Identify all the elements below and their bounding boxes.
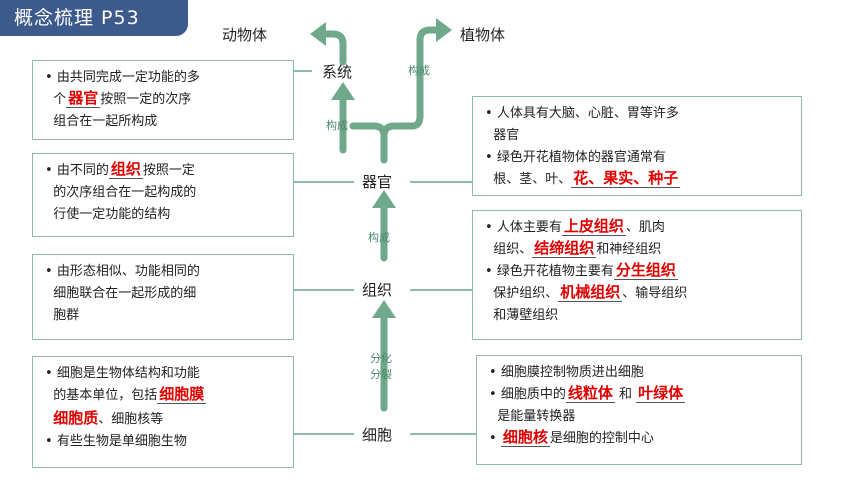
answer-text: 细胞质: [53, 409, 99, 427]
text-line: 根、茎、叶、: [493, 172, 572, 187]
answer-blank: 叶绿体: [636, 384, 686, 403]
box-cell-structures: • 细胞膜控制物质进出细胞 • 细胞质中的线粒体 和 叶绿体 是能量转换器 • …: [476, 355, 802, 465]
text-line: 人体主要有: [496, 220, 562, 235]
connector-organ-left: [292, 181, 354, 183]
text-line: 的基本单位，包括: [53, 388, 158, 403]
text-line: 器官: [493, 128, 520, 143]
text-line: 和神经组织: [596, 242, 662, 257]
text-line: 和: [618, 387, 632, 402]
label-compose-system: 构成: [326, 119, 348, 132]
connector-tissue-left: [292, 289, 354, 291]
box-organ-examples: • 人体具有大脑、心脏、胃等许多 器官 • 绿色开花植物体的器官通常有 根、茎、…: [472, 96, 802, 196]
text-line: 个: [53, 92, 67, 107]
text-line: 绿色开花植物体的器官通常有: [496, 150, 666, 165]
arrow-organ-to-plant: [380, 26, 444, 140]
answer-blank: 花、果实、种子: [571, 169, 681, 188]
text-line: 细胞膜控制物质进出细胞: [500, 365, 644, 380]
node-cell: 细胞: [362, 426, 393, 444]
text-line: 按照一定的次序: [100, 92, 192, 107]
text-line: 的次序组合在一起构成的: [53, 185, 197, 200]
text-line: 、细胞核等: [98, 412, 164, 427]
arrowhead-animal: [310, 22, 326, 46]
text-line: 保护组织、: [493, 286, 559, 301]
text-line: 绿色开花植物主要有: [496, 264, 614, 279]
answer-blank: 器官: [66, 89, 101, 108]
text-line: 由不同的: [56, 163, 109, 178]
answer-blank: 结缔组织: [532, 239, 597, 258]
text-line: 人体具有大脑、心脏、胃等许多: [496, 106, 679, 121]
text-line: 、肌肉: [625, 220, 665, 235]
box-system-definition: • 由共同完成一定功能的多 个器官按照一定的次序 组合在一起所构成: [32, 60, 294, 140]
text-line: 细胞是生物体结构和功能: [56, 366, 200, 381]
text-line: 行使一定功能的结构: [53, 207, 171, 222]
box-organ-definition: • 由不同的组织按照一定 的次序组合在一起构成的 行使一定功能的结构: [32, 153, 294, 237]
connector-tissue-right: [410, 289, 472, 291]
connector-cell-right: [410, 433, 476, 435]
label-divide: 分化: [370, 352, 392, 365]
node-animal: 动物体: [222, 26, 268, 44]
text-line: 由共同完成一定功能的多: [56, 70, 200, 85]
connector-organ-right: [410, 181, 472, 183]
text-line: 是细胞的控制中心: [549, 431, 654, 446]
text-line: 胞群: [53, 308, 80, 323]
text-line: 按照一定: [142, 163, 195, 178]
box-tissue-examples: • 人体主要有上皮组织、肌肉 组织、结缔组织和神经组织 • 绿色开花植物主要有分…: [472, 210, 802, 340]
page-title: 概念梳理 P53: [14, 7, 140, 29]
arrow-system-to-animal: [318, 30, 347, 66]
text-line: 和薄壁组织: [493, 308, 559, 323]
arrowhead-plant: [436, 18, 452, 42]
text-line: 组织、: [493, 242, 533, 257]
answer-blank: 线粒体: [565, 384, 615, 403]
arrowhead-tissue: [372, 300, 396, 318]
text-line: 是能量转换器: [497, 409, 576, 424]
text-line: 由形态相似、功能相同的: [56, 264, 200, 279]
arrowhead-system: [331, 82, 355, 100]
answer-blank: 细胞核: [500, 428, 550, 447]
connector-cell-left: [292, 433, 354, 435]
node-system: 系统: [322, 63, 353, 81]
box-cell-definition: • 细胞是生物体结构和功能 的基本单位，包括细胞膜 细胞质、细胞核等 • 有些生…: [32, 356, 294, 468]
answer-blank: 组织: [108, 160, 143, 179]
answer-blank: 机械组织: [558, 283, 623, 302]
node-tissue: 组织: [362, 281, 393, 299]
page-title-tag: 概念梳理 P53: [0, 0, 188, 36]
answer-blank: 分生组织: [613, 261, 678, 280]
node-plant: 植物体: [460, 26, 506, 44]
text-line: 细胞联合在一起形成的细: [53, 286, 197, 301]
box-tissue-definition: • 由形态相似、功能相同的 细胞联合在一起形成的细 胞群: [32, 254, 294, 340]
connector-system: [292, 70, 312, 72]
arrowhead-organ: [372, 190, 396, 208]
text-line: 有些生物是单细胞生物: [56, 434, 187, 449]
label-compose-plant: 构成: [408, 64, 430, 77]
answer-blank: 上皮组织: [561, 217, 626, 236]
text-line: 组合在一起所构成: [53, 114, 158, 129]
node-organ: 器官: [362, 173, 393, 191]
text-line: 、输导组织: [622, 286, 688, 301]
arrow-branch-left: [349, 122, 388, 164]
label-compose-organ: 构成: [368, 231, 390, 244]
answer-blank: 细胞膜: [157, 385, 207, 404]
text-line: 细胞质中的: [500, 387, 566, 402]
label-split: 分裂: [370, 368, 392, 381]
